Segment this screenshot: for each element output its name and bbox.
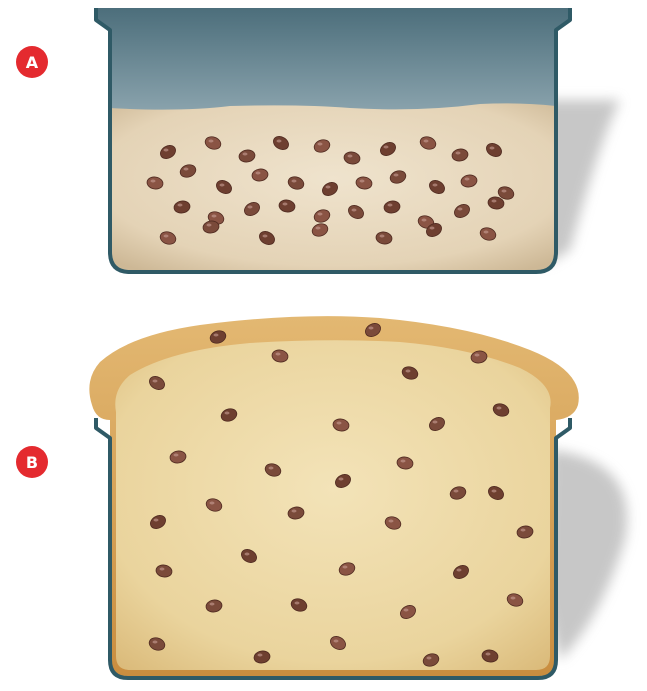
raisin-highlight (348, 155, 353, 158)
raisin-highlight (174, 454, 179, 457)
raisin-highlight (484, 231, 489, 234)
raisin-highlight (492, 200, 497, 203)
raisin-highlight (209, 140, 214, 143)
raisin-highlight (225, 412, 230, 415)
raisin-highlight (184, 168, 189, 171)
raisin-highlight (401, 460, 406, 463)
raisin-highlight (430, 227, 435, 230)
panel-b (89, 316, 627, 678)
raisin-highlight (465, 178, 470, 181)
raisin-highlight (248, 206, 253, 209)
raisin-highlight (318, 143, 323, 146)
raisin-highlight (207, 224, 212, 227)
bread-crumb (115, 340, 550, 670)
badge-a: A (16, 46, 48, 78)
raisin-highlight (427, 657, 432, 660)
raisin-highlight (276, 353, 281, 356)
raisin-highlight (394, 174, 399, 177)
raisin-highlight (160, 568, 165, 571)
raisin-highlight (153, 380, 158, 383)
raisin-highlight (337, 422, 342, 425)
raisin-highlight (318, 213, 323, 216)
raisin-highlight (492, 490, 497, 493)
raisin-highlight (433, 184, 438, 187)
raisin-highlight (380, 235, 385, 238)
raisin-highlight (243, 153, 248, 156)
raisin-highlight (486, 653, 491, 656)
raisin-highlight (497, 407, 502, 410)
raisin-highlight (521, 529, 526, 532)
raisin-highlight (295, 602, 300, 605)
raisin-highlight (154, 519, 159, 522)
panel-a (96, 8, 620, 272)
raisin-highlight (210, 603, 215, 606)
raisin-highlight (433, 421, 438, 424)
raisin-highlight (404, 609, 409, 612)
raisin-highlight (283, 203, 288, 206)
raisin-highlight (326, 186, 331, 189)
raisin-highlight (360, 180, 365, 183)
raisin-highlight (263, 235, 268, 238)
pan-empty-space (96, 8, 570, 112)
raisin-highlight (214, 334, 219, 337)
raisin-highlight (153, 641, 158, 644)
raisin-highlight (343, 566, 348, 569)
raisin-highlight (475, 354, 480, 357)
badge-b: B (16, 446, 48, 478)
raisin-highlight (212, 215, 217, 218)
raisin-highlight (164, 149, 169, 152)
raisin-highlight (210, 502, 215, 505)
raisin-highlight (269, 467, 274, 470)
raisin-highlight (384, 146, 389, 149)
raisin-highlight (258, 654, 263, 657)
raisin-highlight (316, 227, 321, 230)
raisin-highlight (164, 235, 169, 238)
raisin-highlight (245, 553, 250, 556)
raisin-highlight (292, 180, 297, 183)
raisin-highlight (256, 172, 261, 175)
raisin-highlight (454, 490, 459, 493)
raisin-highlight (369, 327, 374, 330)
raisin-highlight (502, 190, 507, 193)
raisin-highlight (456, 152, 461, 155)
raisin-highlight (220, 184, 225, 187)
raisin-highlight (352, 209, 357, 212)
badge-a-label: A (26, 53, 39, 72)
raisin-highlight (490, 147, 495, 150)
raisin-highlight (151, 180, 156, 183)
raisin-highlight (424, 140, 429, 143)
raisin-highlight (292, 510, 297, 513)
raisin-highlight (178, 204, 183, 207)
raisin-highlight (511, 597, 516, 600)
raisin-highlight (389, 520, 394, 523)
raisin-highlight (339, 478, 344, 481)
raisin-highlight (457, 569, 462, 572)
raisin-highlight (388, 204, 393, 207)
raisin-highlight (277, 140, 282, 143)
badge-b-label: B (26, 453, 38, 472)
raisin-highlight (334, 640, 339, 643)
raisin-highlight (422, 219, 427, 222)
raisin-highlight (406, 370, 411, 373)
raisin-highlight (458, 208, 463, 211)
